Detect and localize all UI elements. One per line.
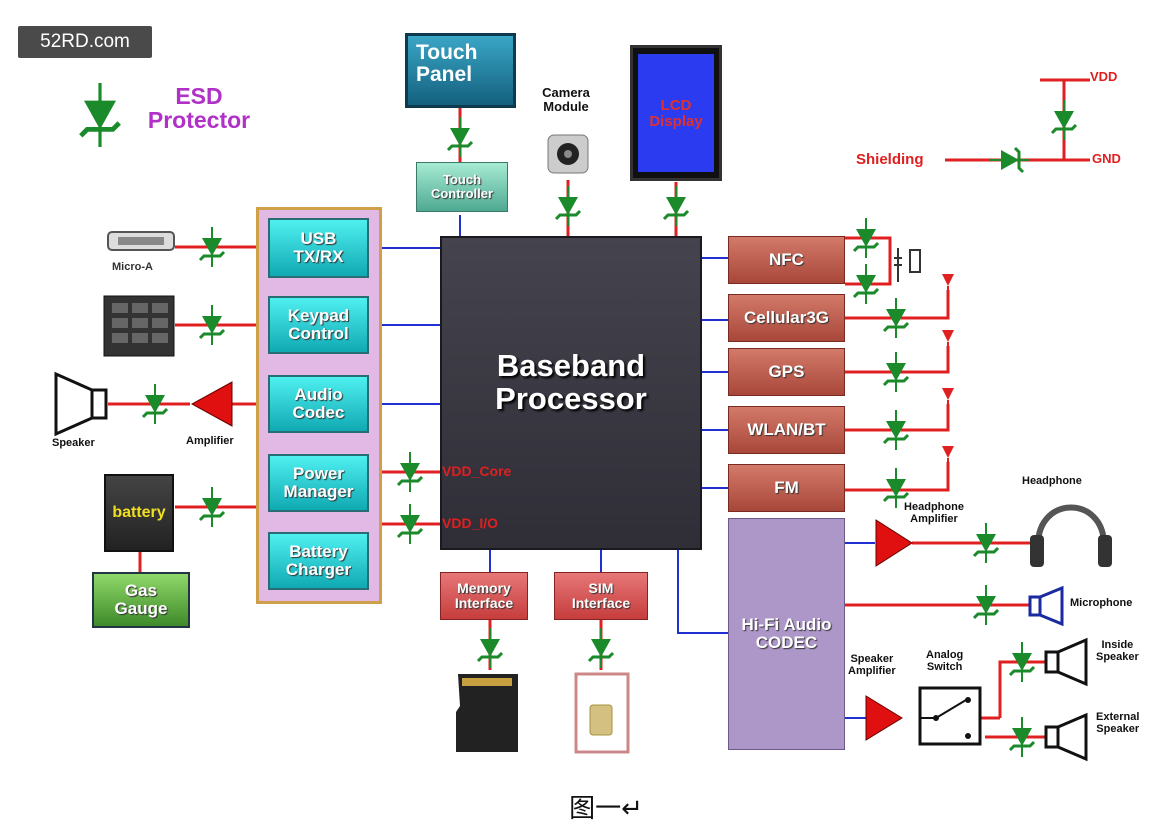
lcd-display: LCD Display [638,54,714,172]
sim-card-icon [574,672,630,754]
speaker-icon [54,371,108,437]
legend-label: ESD Protector [147,83,251,134]
micro-a-label: Micro-A [112,261,153,273]
vdd-io-label: VDD_I/O [442,515,499,531]
sim-interface-block: SIM Interface [554,572,648,620]
touch-controller: Touch Controller [416,162,508,212]
external-speaker-label: External Speaker [1096,711,1140,735]
cellular3g-block: Cellular3G [728,294,845,342]
camera-icon [547,134,589,174]
headphone-label: Headphone [1022,475,1082,487]
fm-block: FM [728,464,845,512]
battery: battery [104,474,174,552]
amplifier-label: Amplifier [186,435,234,447]
micro-sd-icon [456,674,518,752]
headphone-amplifier-label: Headphone Amplifier [904,501,964,525]
microphone-label: Microphone [1070,597,1133,609]
micro-a-connector-icon [107,231,175,251]
power-manager-block: Power Manager [268,454,369,512]
battery-charger-block: Battery Charger [268,532,369,590]
inside-speaker-label: Inside Speaker [1096,639,1139,663]
gps-block: GPS [728,348,845,396]
speaker-amplifier-triangle [865,695,903,741]
headphone-icon [1030,504,1112,567]
shielding-label: Shielding [856,151,924,168]
usb-txrx-block: USB TX/RX [268,218,369,278]
gnd-label: GND [1092,151,1121,166]
keypad-control-block: Keypad Control [268,296,369,354]
figure-caption: 图一↵ [569,794,643,824]
external-speaker-icon [1044,712,1088,762]
touch-panel: Touch Panel [405,33,516,108]
analog-switch-icon [918,686,982,746]
amplifier-triangle [190,381,233,427]
baseband-processor: Baseband Processor [440,236,702,550]
wlan-bt-block: WLAN/BT [728,406,845,454]
vdd-label: VDD [1090,69,1118,84]
nfc-block: NFC [728,236,845,284]
nfc-coil [894,248,921,282]
audio-codec-block: Audio Codec [268,375,369,433]
keypad-icon [103,295,175,357]
watermark: 52RD.com [18,26,152,58]
gas-gauge: Gas Gauge [92,572,190,628]
camera-module-label: Camera Module [542,85,590,114]
memory-interface-block: Memory Interface [440,572,528,620]
vdd-core-label: VDD_Core [442,463,512,479]
speaker-amplifier-label: Speaker Amplifier [848,653,896,677]
analog-switch-label: Analog Switch [926,649,964,673]
speaker-label: Speaker [52,437,95,449]
lcd-display-frame: LCD Display [630,45,722,181]
hifi-audio-codec: Hi-Fi Audio CODEC [728,518,845,750]
inside-speaker-icon [1044,637,1088,687]
headphone-amplifier-triangle [875,519,913,567]
microphone-icon [1028,585,1064,627]
